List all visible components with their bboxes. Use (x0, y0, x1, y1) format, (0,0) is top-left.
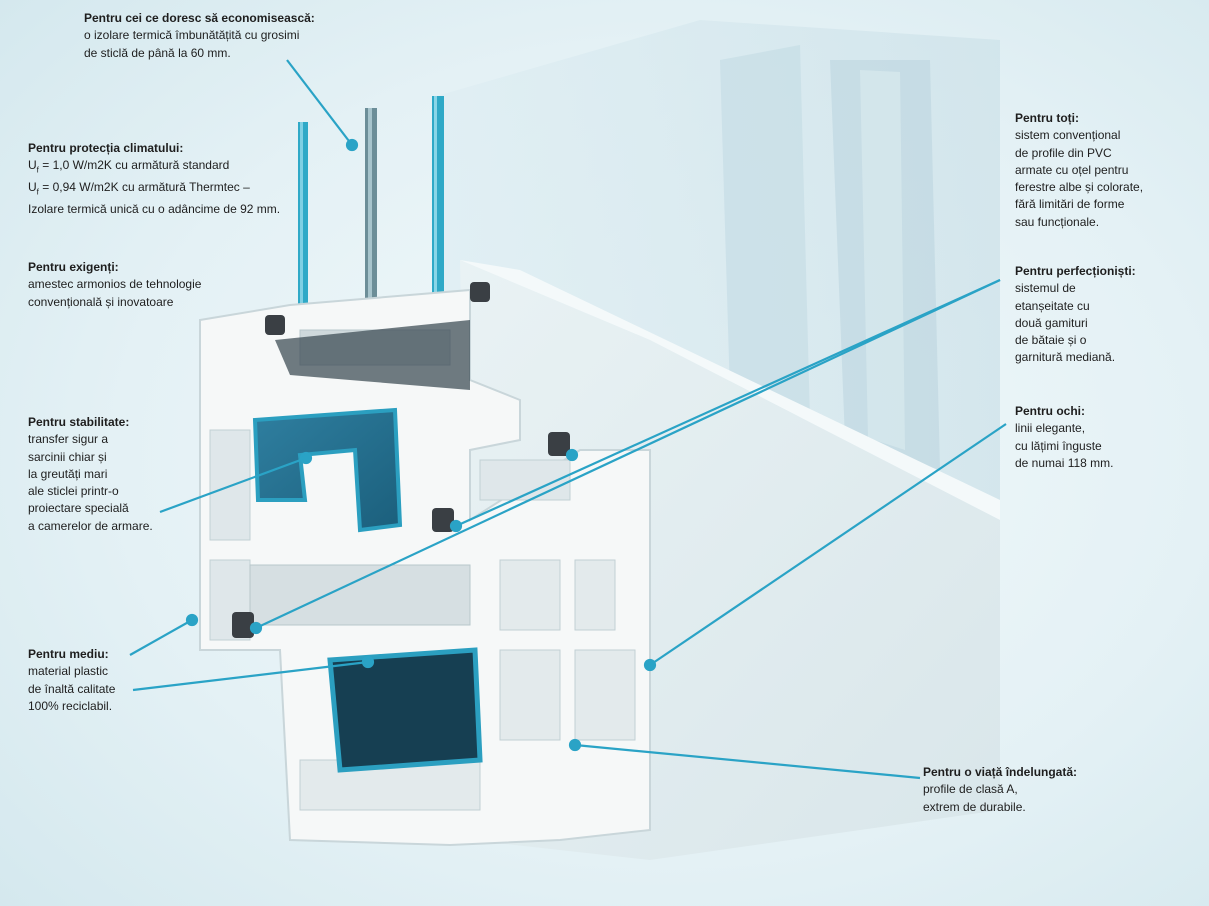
callout-everyone-title: Pentru toți: (1015, 111, 1079, 125)
callout-perfectionists-line: de bătaie și o (1015, 333, 1087, 348)
leader-lines (129, 59, 1007, 780)
callout-everyone: Pentru toți: sistem convențional de prof… (1015, 110, 1143, 231)
callout-eyes-line: cu lățimi înguste (1015, 438, 1102, 453)
callout-demanding-line: convențională și inovatoare (28, 294, 174, 309)
callout-stability-line: sarcinii chiar și (28, 449, 107, 464)
callout-stability-line: proiectare specială (28, 501, 129, 516)
callout-climate-title: Pentru protecția climatului: (28, 141, 184, 155)
callout-climate-line-2: Uf = 0,94 W/m2K cu armătură Thermtec – (28, 179, 280, 201)
callout-perfectionists-title: Pentru perfecționiști: (1015, 264, 1136, 278)
callout-longlife-line: extrem de durabile. (923, 799, 1026, 814)
callout-economise-line: o izolare termică îmbunătățită cu grosim… (84, 28, 300, 43)
callout-everyone-line: fără limitări de forme (1015, 197, 1125, 212)
callout-stability-line: ale sticlei printr-o (28, 484, 119, 499)
uf-symbol: U (28, 179, 37, 194)
callout-perfectionists-line: sistemul de (1015, 281, 1076, 296)
callout-climate-line-3: Izolare termică unică cu o adâncime de 9… (28, 201, 281, 216)
callout-economise-line: de sticlă de până la 60 mm. (84, 45, 231, 60)
callout-stability-line: a camerelor de armare. (28, 518, 153, 533)
callout-climate: Pentru protecția climatului: Uf = 1,0 W/… (28, 140, 280, 218)
callout-perfectionists-line: etanșeitate cu (1015, 298, 1090, 313)
callout-everyone-line: sistem convențional (1015, 128, 1121, 143)
callout-stability-line: la greutăți mari (28, 466, 108, 481)
callout-environment-line: material plastic (28, 664, 109, 679)
callout-climate-line-1: Uf = 1,0 W/m2K cu armătură standard (28, 157, 280, 179)
callout-everyone-line: armate cu oțel pentru (1015, 162, 1129, 177)
callout-demanding-line: amestec armonios de tehnologie (28, 277, 202, 292)
glass-edges-icon (298, 96, 444, 313)
glass-panes (440, 20, 1000, 560)
uf-subscript: f (36, 187, 39, 197)
callout-environment-line: 100% reciclabil. (28, 698, 113, 713)
callout-stability: Pentru stabilitate: transfer sigur a sar… (28, 414, 153, 535)
callout-eyes-title: Pentru ochi: (1015, 404, 1086, 418)
callout-demanding: Pentru exigenți: amestec armonios de teh… (28, 259, 201, 311)
callout-economise-title: Pentru cei ce doresc să economisească: (84, 11, 315, 25)
callout-longlife: Pentru o viață îndelungată: profile de c… (923, 764, 1077, 816)
profile-cross-section (199, 282, 651, 847)
callout-environment-line: de înaltă calitate (28, 681, 116, 696)
callout-everyone-line: sau funcționale. (1015, 214, 1100, 229)
callout-longlife-line: profile de clasă A, (923, 782, 1018, 797)
callout-eyes-line: linii elegante, (1015, 421, 1086, 436)
callout-environment-title: Pentru mediu: (28, 647, 109, 661)
callout-eyes-line: de numai 118 mm. (1015, 455, 1114, 470)
callout-perfectionists-line: garnitură mediană. (1015, 350, 1116, 365)
callout-stability-title: Pentru stabilitate: (28, 415, 130, 429)
callout-environment: Pentru mediu: material plastic de înaltă… (28, 646, 115, 715)
uf-value-thermtec: = 0,94 W/m2K cu armătură Thermtec – (38, 179, 250, 194)
uf-subscript: f (36, 165, 39, 175)
uf-value-standard: = 1,0 W/m2K cu armătură standard (38, 158, 230, 173)
callout-perfectionists: Pentru perfecționiști: sistemul de etanș… (1015, 263, 1136, 367)
callout-stability-line: transfer sigur a (28, 432, 109, 447)
callout-economise: Pentru cei ce doresc să economisească: o… (84, 10, 315, 62)
callout-longlife-title: Pentru o viață îndelungată: (923, 765, 1078, 779)
callout-eyes: Pentru ochi: linii elegante, cu lățimi î… (1015, 403, 1114, 472)
callout-perfectionists-line: două gamituri (1015, 315, 1088, 330)
callout-everyone-line: de profile din PVC (1015, 145, 1112, 160)
callout-demanding-title: Pentru exigenți: (28, 260, 119, 274)
uf-symbol: U (28, 158, 37, 173)
callout-everyone-line: ferestre albe și colorate, (1015, 180, 1144, 195)
